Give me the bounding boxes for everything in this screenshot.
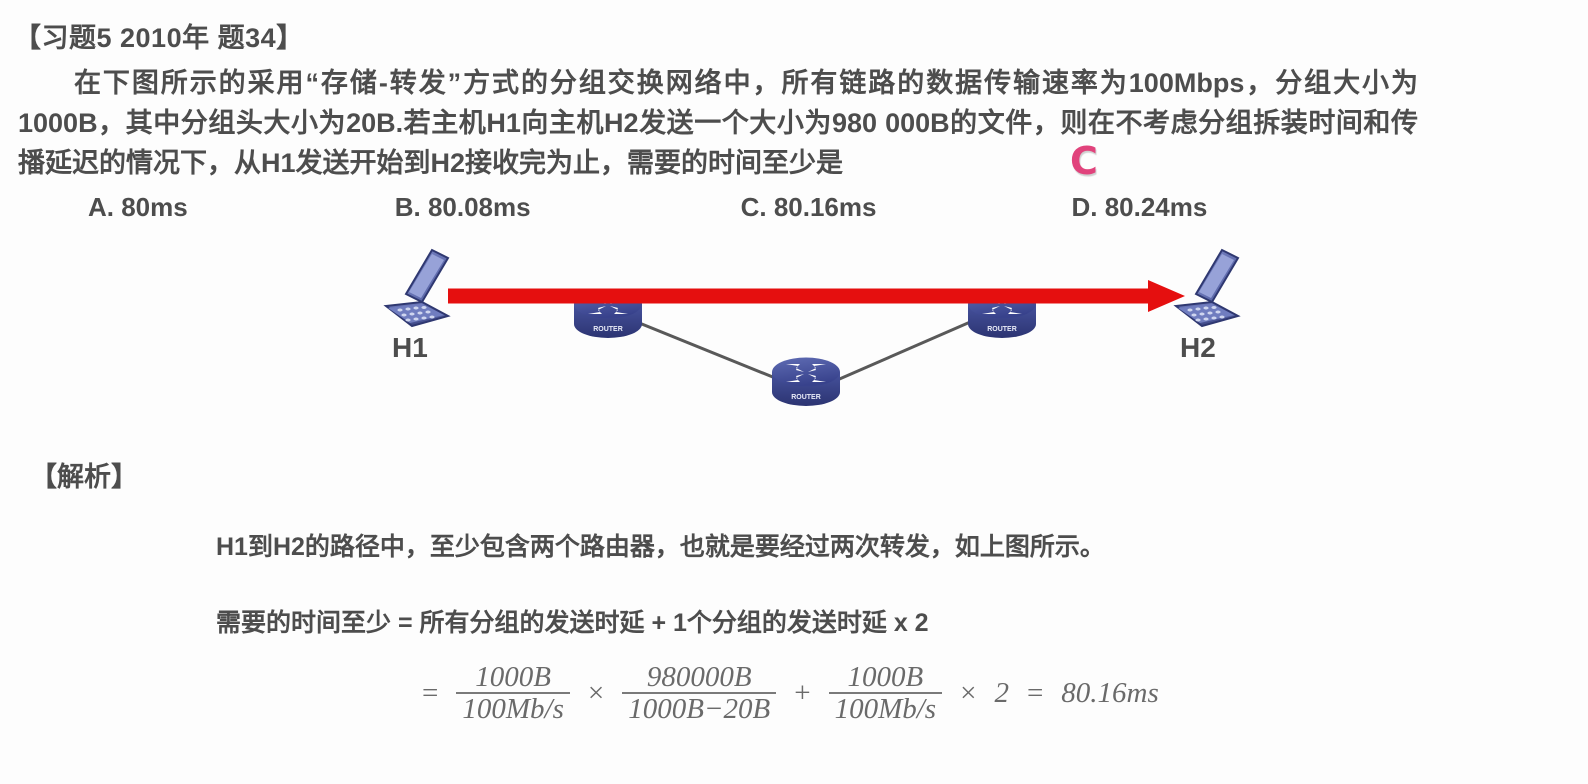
formula-fraction-2: 980000B 1000B−20B <box>622 661 777 724</box>
formula-fraction-3-denominator: 100Mb/s <box>828 692 943 724</box>
page-title: 【习题5 2010年 题34】 <box>14 23 304 53</box>
option-a[interactable]: A. 80ms <box>88 192 188 222</box>
link-r1-r3 <box>621 314 791 386</box>
option-c[interactable]: C. 80.16ms <box>740 192 877 222</box>
formula-fraction-2-denominator: 1000B−20B <box>622 692 777 724</box>
formula-fraction-3: 1000B 100Mb/s <box>828 661 943 724</box>
formula-equals-1: = <box>422 676 439 709</box>
question-body: 在下图所示的采用“存储-转发”方式的分组交换网络中，所有链路的数据传输速率为10… <box>18 63 1418 183</box>
laptop-h2-icon <box>1173 248 1241 328</box>
handwritten-answer: C <box>1070 139 1098 183</box>
formula-fraction-1: 1000B 100Mb/s <box>456 662 570 724</box>
router-3-icon: ROUTER <box>772 357 840 406</box>
formula-fraction-1-numerator: 1000B <box>475 661 551 693</box>
formula-fraction-1-denominator: 100Mb/s <box>456 692 570 724</box>
options-row: A. 80ms B. 80.08ms C. 80.16ms D. 80.24ms <box>0 192 1430 223</box>
network-diagram: ROUTER ROUTER <box>0 236 1588 426</box>
formula-multiplier: 2 <box>994 676 1009 709</box>
option-d[interactable]: D. 80.24ms <box>1071 192 1208 222</box>
host-h2-label: H2 <box>1180 332 1216 363</box>
formula-times-2: × <box>960 676 977 709</box>
analysis-line-1: H1到H2的路径中，至少包含两个路由器，也就是要经过两次转发，如上图所示。 <box>216 533 1105 561</box>
router-1-label: ROUTER <box>593 326 623 333</box>
formula-result: 80.16ms <box>1061 676 1159 709</box>
router-3-label: ROUTER <box>791 394 821 401</box>
data-path-arrow <box>448 280 1185 312</box>
analysis-title: 【解析】 <box>30 462 138 492</box>
formula-row: = 1000B 100Mb/s × 980000B 1000B−20B + 10… <box>418 662 1159 724</box>
option-b[interactable]: B. 80.08ms <box>394 192 531 222</box>
formula-fraction-3-numerator: 1000B <box>847 661 924 693</box>
laptop-h1-icon <box>383 248 451 328</box>
formula-times-1: × <box>587 676 605 709</box>
question-text: 在下图所示的采用“存储-转发”方式的分组交换网络中，所有链路的数据传输速率为10… <box>18 68 1418 178</box>
router-2-label: ROUTER <box>987 326 1017 333</box>
host-h1-label: H1 <box>392 332 428 363</box>
formula-fraction-2-numerator: 980000B <box>646 661 752 693</box>
formula-plus: + <box>794 676 811 709</box>
analysis-line-2: 需要的时间至少 = 所有分组的发送时延 + 1个分组的发送时延 x 2 <box>216 609 929 637</box>
formula-equals-2: = <box>1026 676 1044 709</box>
link-r3-r2 <box>827 314 985 386</box>
link-lines <box>621 314 985 386</box>
